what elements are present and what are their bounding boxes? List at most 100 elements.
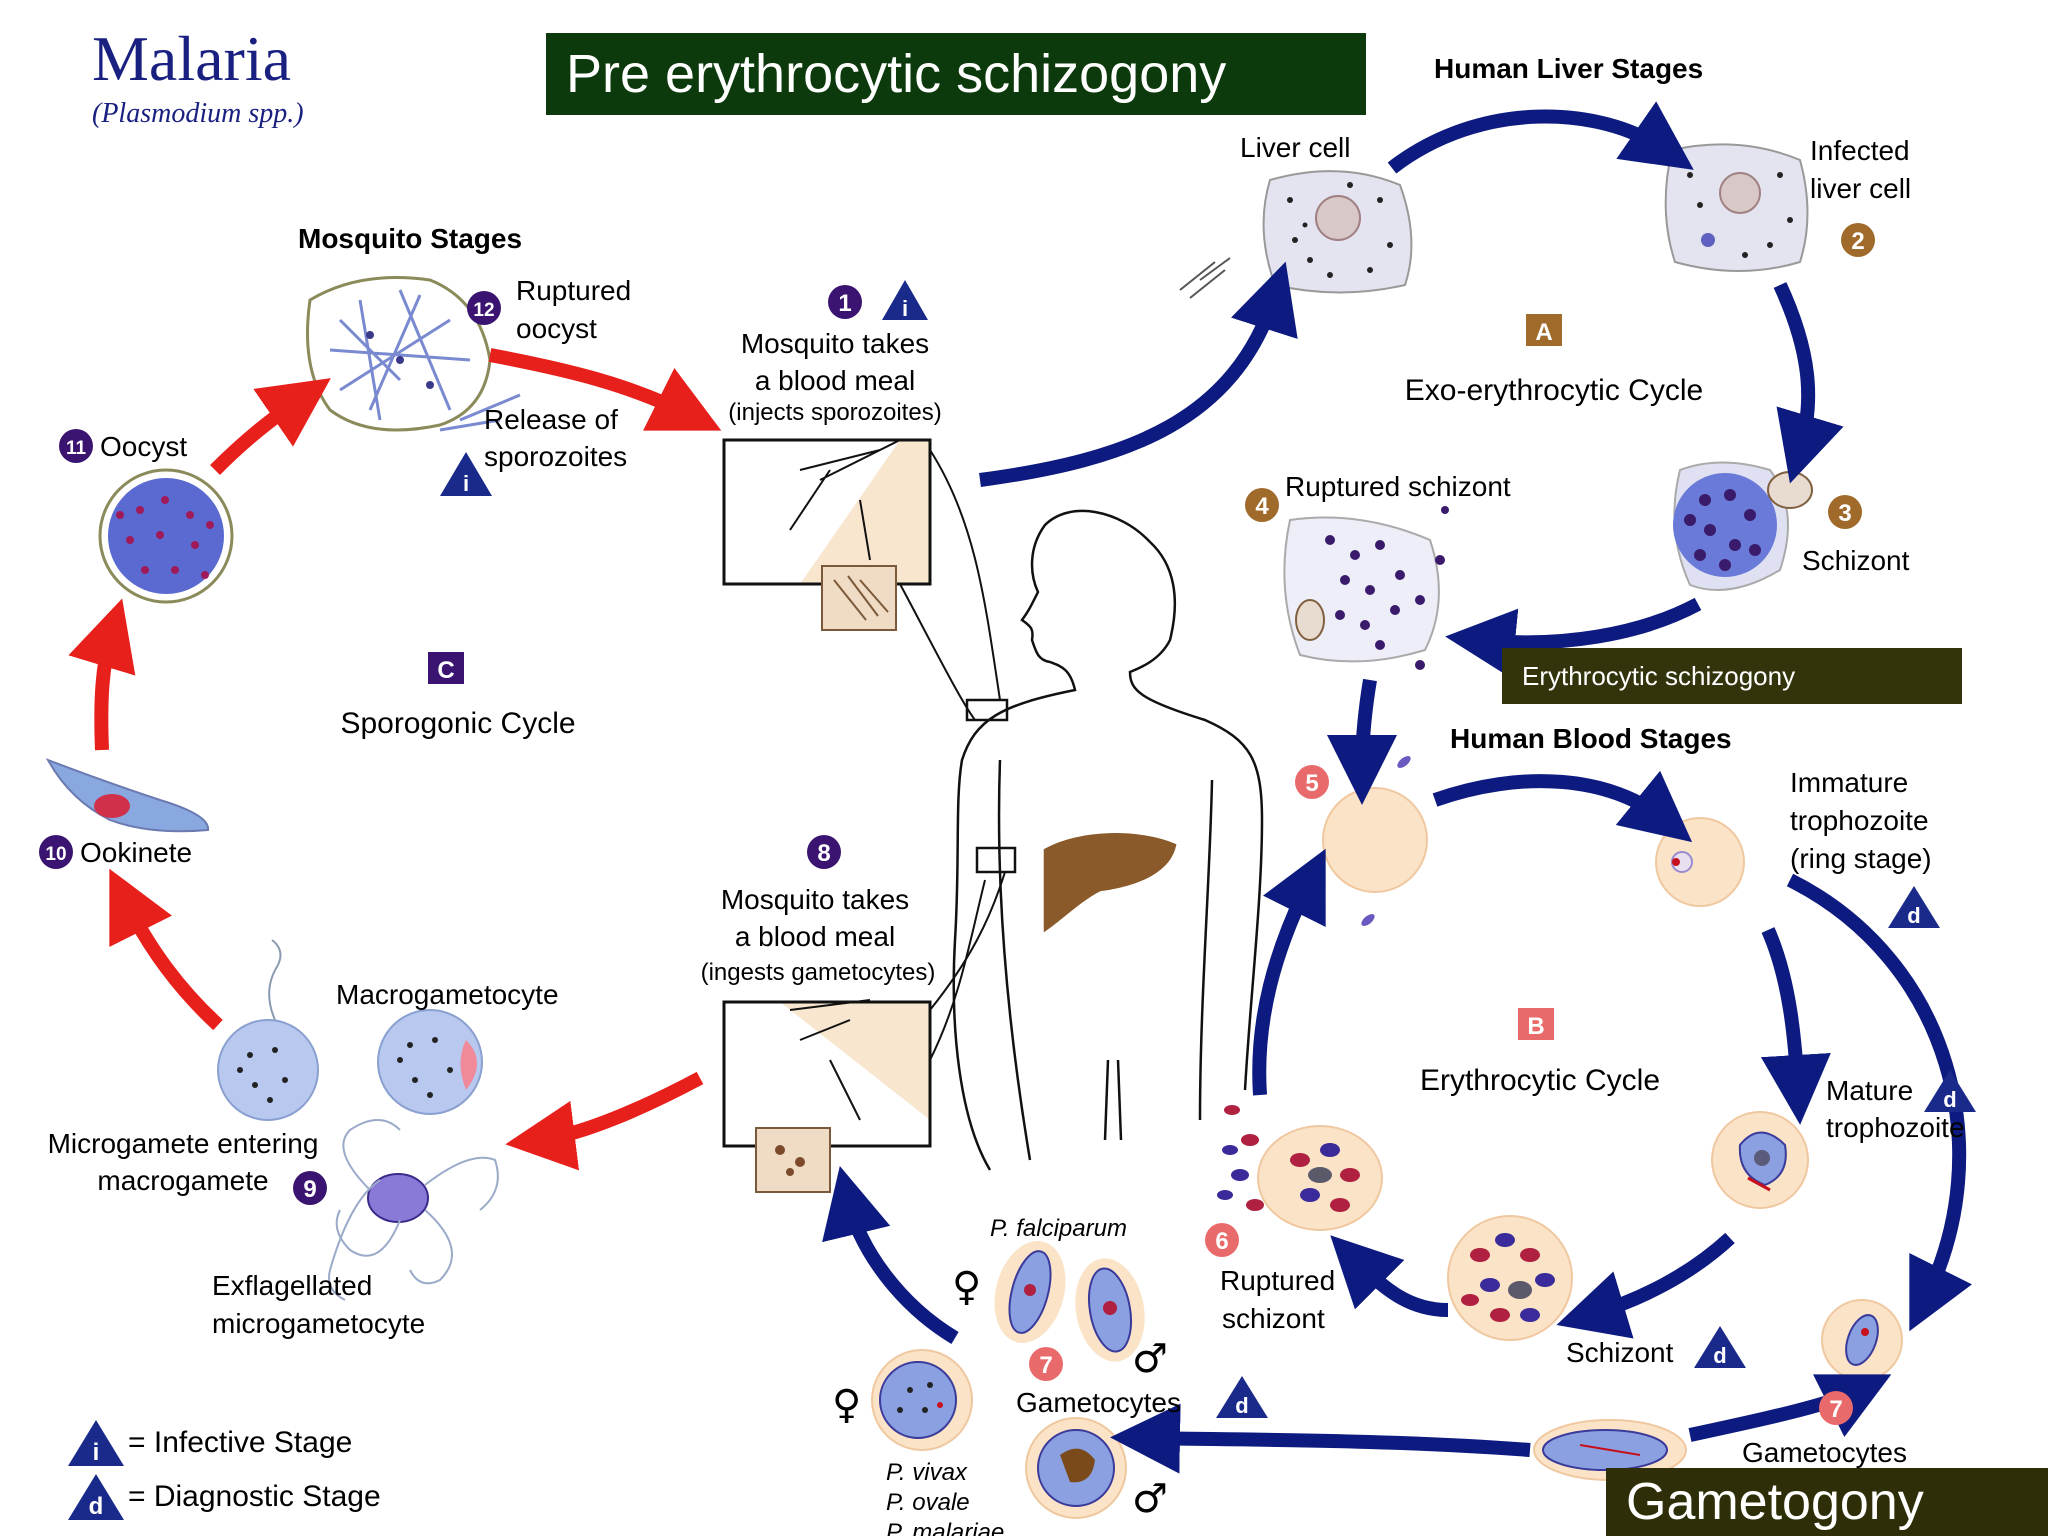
svg-text:(injects sporozoites): (injects sporozoites) [728,399,941,426]
svg-text:Mature: Mature [1826,1075,1913,1106]
label-step-11: Oocyst [100,431,187,462]
vivax-male-gametocyte [1025,1417,1127,1519]
label-macrogametocyte: Macrogametocyte [336,979,559,1010]
svg-text:Exflagellated: Exflagellated [212,1270,372,1301]
heading-human-liver-stages: Human Liver Stages [1434,53,1703,84]
oocyst [98,468,234,604]
step-badge-2: 2 [1841,223,1875,257]
macrogametocyte [377,1009,483,1115]
svg-text:7: 7 [1039,1352,1052,1379]
label-step-2: Infected liver cell [1810,135,1911,204]
legend-infective-label: = Infective Stage [128,1426,352,1459]
label-liver-cell: Liver cell [1240,132,1350,163]
arrow-merozoite-to-ring [1432,770,1693,843]
vivax-female-gametocyte [871,1349,973,1451]
svg-text:macrogamete: macrogamete [97,1165,268,1196]
step-badge-12: 12 [467,291,501,325]
arrow-schizont-to-ruptured [1445,597,1702,679]
svg-text:d: d [1713,1343,1726,1368]
step-badge-11: 11 [59,429,93,463]
infective-icon-release: i [440,452,492,496]
arrow-ring-to-gametocyte [1786,873,1972,1332]
label-step-6: Ruptured schizont [1220,1265,1335,1334]
female-symbol-falciparum: ♀ [952,1264,981,1310]
label-step-8: Mosquito takes a blood meal (ingests gam… [701,884,936,986]
svg-text:Mosquito takes: Mosquito takes [741,328,929,359]
label-exflagellated: Exflagellated microgametocyte [212,1270,425,1339]
svg-text:8: 8 [817,840,830,867]
heading-mosquito-stages: Mosquito Stages [298,223,522,254]
arrow-gametocyte-to-species [1110,1403,1531,1474]
step-badge-8: 8 [807,835,841,869]
arrow-gamete-to-ookinete [109,868,223,1031]
arrow-ookinete-to-oocyst [68,598,136,751]
arrow-ruptured-to-merozoite [1327,678,1398,805]
svg-text:3: 3 [1838,500,1851,527]
legend-infective-icon: i [68,1420,124,1466]
arrow-oocyst-to-bite [488,348,722,431]
label-step-1: Mosquito takes a blood meal (injects spo… [728,328,941,426]
arrow-oocyst-to-ruptured [210,378,331,475]
svg-text:microgametocyte: microgametocyte [212,1308,425,1339]
label-step-10: Ookinete [80,837,192,868]
svg-text:(ring stage): (ring stage) [1790,843,1932,874]
label-blood-schizont: Schizont [1566,1337,1674,1368]
svg-text:4: 4 [1255,493,1269,520]
label-step-7b: Gametocytes [1742,1437,1907,1468]
step-badge-3: 3 [1828,495,1862,529]
red-arrows [68,348,722,1171]
label-step-12: Ruptured oocyst [516,275,631,344]
step-badge-6: 6 [1205,1223,1239,1257]
svg-text:Infected: Infected [1810,135,1910,166]
diagnostic-icon-mature: d [1924,1070,1976,1112]
label-step-4: Ruptured schizont [1285,471,1511,502]
gametocyte-rbc-right [1821,1299,1903,1381]
label-step-9: Microgamete entering macrogamete [48,1128,319,1196]
cycle-box-c: C [428,652,464,684]
blue-arrows [822,101,1972,1474]
svg-text:10: 10 [45,844,66,865]
step-badge-7b: 7 [1819,1391,1853,1425]
svg-text:liver cell: liver cell [1810,173,1911,204]
cycle-box-a: A [1526,314,1562,346]
microgamete-entering-macrogamete [217,939,319,1121]
label-step-3: Schizont [1802,545,1910,576]
arrow-species-to-bite [822,1165,959,1345]
falciparum-female-gametocyte [994,1241,1066,1343]
svg-text:12: 12 [473,300,494,321]
label-release-sporozoites: Release of sporozoites [484,404,627,472]
cycle-label-spo: Sporogonic Cycle [340,707,575,740]
arrow-ring-to-mature [1760,927,1831,1125]
female-symbol-vivax: ♀ [832,1382,861,1428]
diagnostic-icon-gametocytes: d [1216,1376,1268,1418]
mosquito-bite-box-top [722,438,1001,721]
step-badge-9: 9 [293,1171,327,1205]
svg-text:d: d [1235,1393,1248,1418]
label-p-vivax: P. vivax [886,1459,968,1486]
legend-diagnostic-label: = Diagnostic Stage [128,1480,381,1513]
svg-text:B: B [1527,1013,1544,1040]
male-symbol-falciparum: ♂ [1132,1336,1168,1382]
svg-text:1: 1 [838,290,851,317]
label-p-ovale: P. ovale [886,1489,970,1516]
svg-text:(ingests gametocytes): (ingests gametocytes) [701,959,936,986]
heading-human-blood-stages: Human Blood Stages [1450,723,1732,754]
step-badge-4: 4 [1245,488,1279,522]
blood-schizont-rbc [1447,1215,1573,1341]
svg-text:sporozoites: sporozoites [484,441,627,472]
svg-text:Ruptured: Ruptured [516,275,631,306]
ookinete [45,758,210,833]
liver-cell [1179,170,1413,299]
banner-erythrocytic: Erythrocytic schizogony [1502,648,1962,704]
ruptured-liver-schizont [1283,506,1465,670]
svg-text:i: i [93,1439,100,1466]
svg-text:schizont: schizont [1222,1303,1325,1334]
svg-text:d: d [1943,1087,1956,1112]
label-immature-trophozoite: Immature trophozoite (ring stage) [1790,767,1932,874]
mosquito-bite-box-bottom [722,871,1006,1193]
liver-schizont [1673,461,1813,591]
mature-trophozoite-rbc [1711,1111,1809,1209]
diagnostic-icon-ring: d [1888,886,1940,928]
